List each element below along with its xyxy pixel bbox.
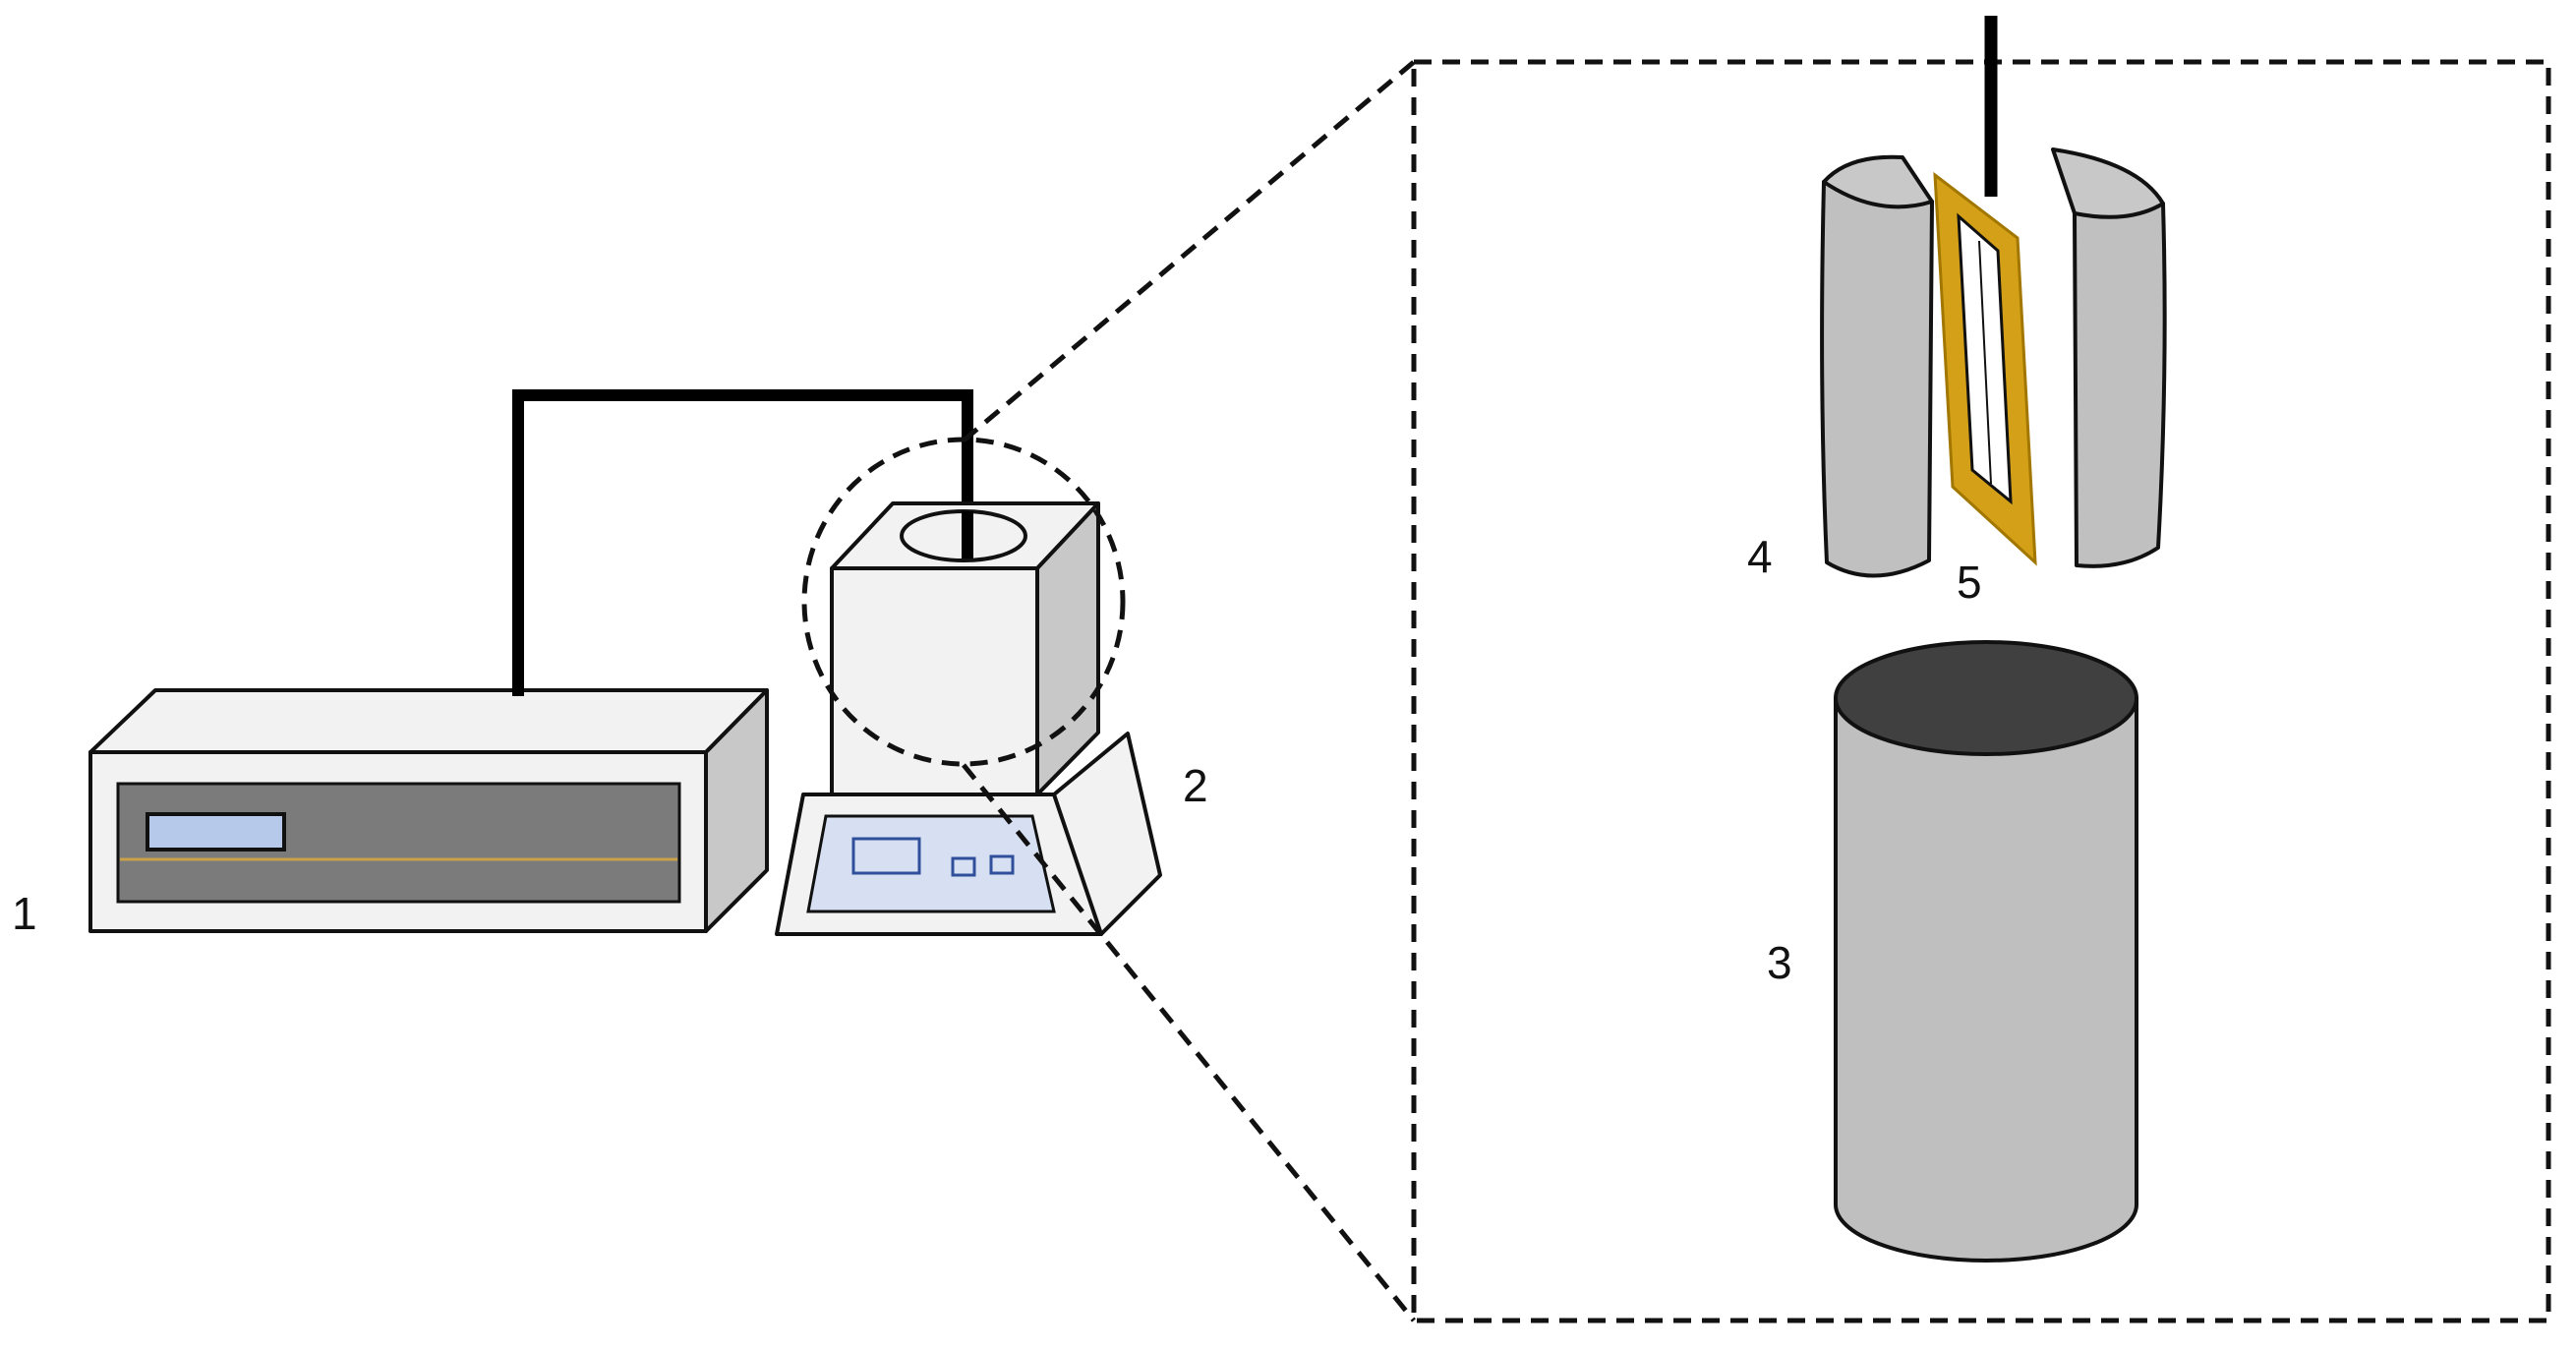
sample-frame xyxy=(1933,171,2037,566)
label-container: 3 xyxy=(1767,937,1792,988)
right-electrode-cap xyxy=(2051,147,2165,219)
label-power-supply: 1 xyxy=(12,888,37,939)
stirrer-button-left xyxy=(951,856,976,877)
sample-strip xyxy=(1978,240,1992,485)
label-sample: 5 xyxy=(1957,557,1982,608)
right-electrode-body xyxy=(2073,202,2167,568)
connecting-cable xyxy=(512,389,973,696)
container-top xyxy=(1834,640,2138,756)
stirrer-display-screen xyxy=(851,837,921,875)
zoom-line-top xyxy=(962,60,1416,442)
power-supply-unit xyxy=(88,688,769,933)
vessel-front-face xyxy=(830,566,1039,796)
left-electrode-cap xyxy=(1822,154,1934,209)
stirrer-display-panel xyxy=(806,814,1056,913)
stirrer-back-block xyxy=(1052,732,1162,936)
power-supply-display xyxy=(146,812,286,852)
right-electrode xyxy=(2051,147,2167,568)
power-supply-front-panel xyxy=(116,782,681,904)
magnetic-stirrer xyxy=(775,732,1162,936)
stirrer-button-right xyxy=(989,854,1015,875)
zoom-line-bottom xyxy=(962,763,1416,1322)
power-supply-top-face xyxy=(88,688,769,754)
container-cylinder xyxy=(1834,640,2138,1263)
label-stirrer: 2 xyxy=(1183,760,1208,811)
reaction-vessel-box xyxy=(830,501,1100,796)
container-body xyxy=(1834,696,2138,1263)
left-electrode-body xyxy=(1820,180,1934,578)
left-electrode xyxy=(1820,154,1934,578)
label-electrodes: 4 xyxy=(1747,531,1773,582)
